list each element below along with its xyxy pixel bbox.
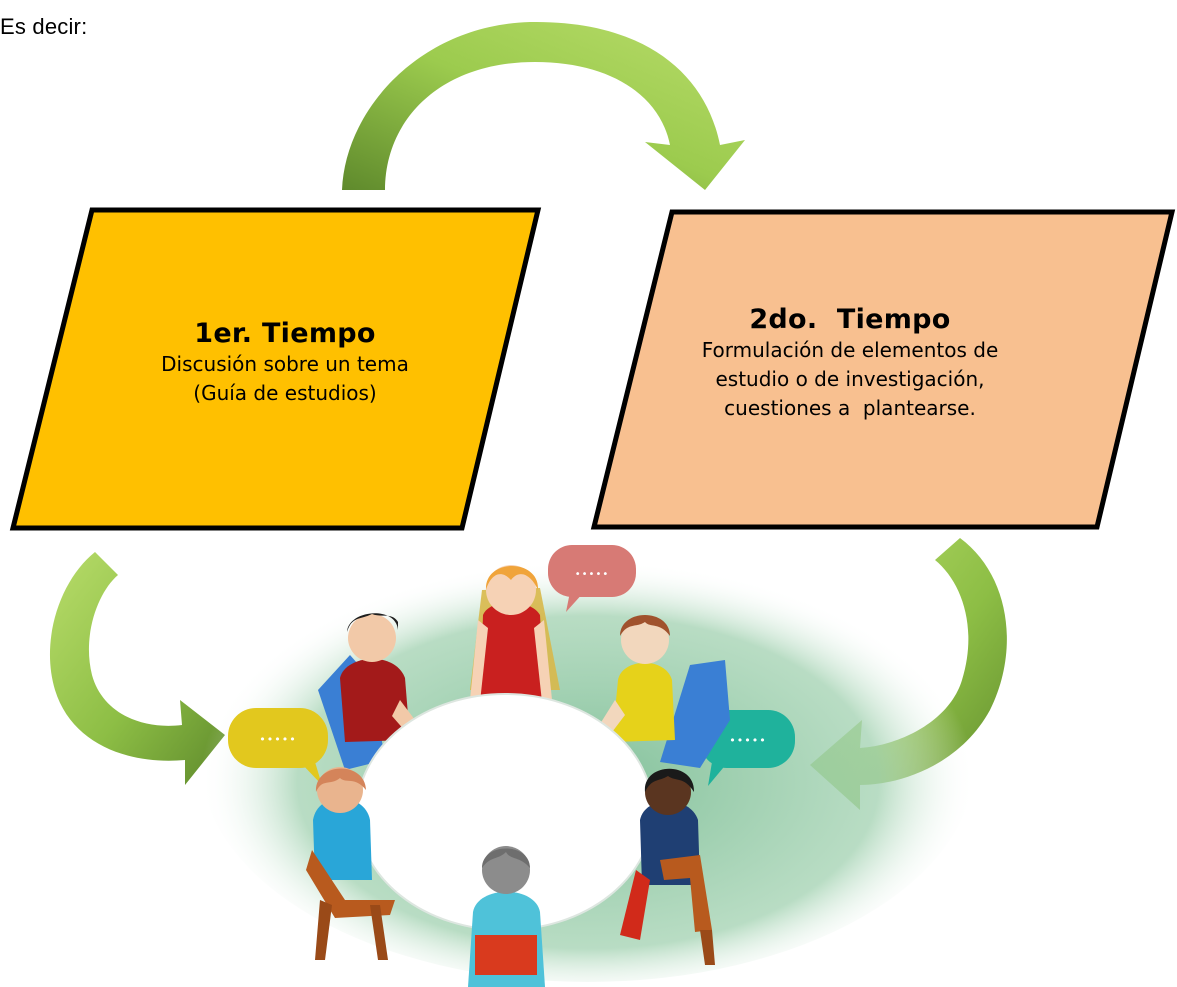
box-2do-tiempo-text: 2do. Tiempo Formulación de elementos de … [660,304,1040,423]
box-2do-tiempo-line: cuestiones a plantearse. [724,396,976,420]
meeting-illustration: ••••• ••••• ••••• [200,538,976,987]
box-1er-tiempo-title: 1er. Tiempo [194,318,376,349]
person-icon [468,846,545,987]
person-icon [590,615,675,748]
box-2do-tiempo-line: Formulación de elementos de [701,338,999,362]
speech-bubble-icon: ••••• [548,545,636,612]
intro-text: Es decir: [0,14,88,39]
box-1er-tiempo [9,207,542,531]
speech-bubble-icon: ••••• [228,708,328,785]
top-curved-arrow-icon [342,21,745,191]
box-2do-tiempo-line: estudio o de investigación, [715,367,985,391]
table [357,694,653,930]
svg-text:•••••: ••••• [729,734,766,747]
box-1er-tiempo-line: Discusión sobre un tema [161,352,409,376]
person-icon [306,767,395,960]
box-2do-tiempo [590,209,1176,530]
box-1er-tiempo-line: (Guía de estudios) [193,381,377,405]
box-1er-tiempo-text: 1er. Tiempo Discusión sobre un tema (Guí… [120,318,450,408]
svg-text:•••••: ••••• [575,569,610,580]
svg-text:•••••: ••••• [259,733,296,746]
left-curved-arrow-icon [49,552,225,785]
person-icon [620,768,715,965]
person-icon [470,565,552,705]
box-2do-tiempo-title: 2do. Tiempo [749,304,951,335]
